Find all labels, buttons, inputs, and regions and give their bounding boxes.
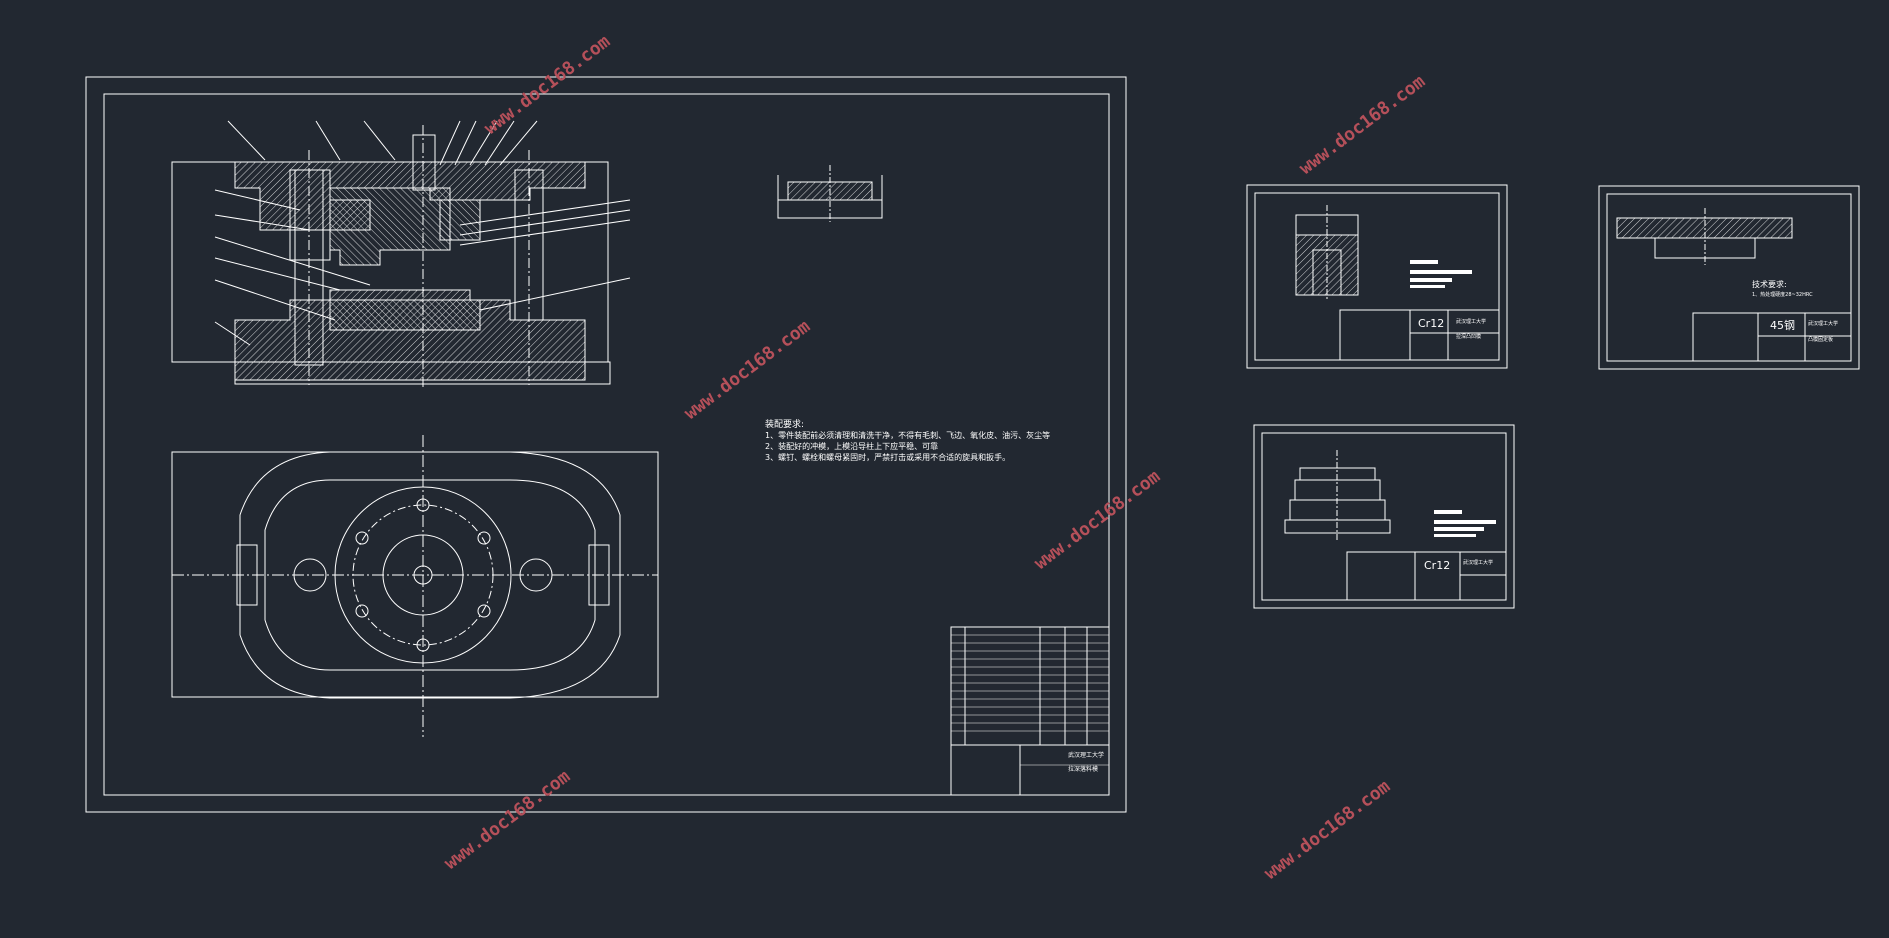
part-sheet-1-school: 武汉理工大学	[1456, 318, 1486, 325]
main-assembly-sheet	[85, 76, 1127, 813]
watermark-6: www.doc168.com	[1260, 776, 1394, 884]
parts-list-table	[950, 626, 1110, 796]
die-plan-view	[171, 435, 659, 737]
watermark-5: www.doc168.com	[440, 766, 574, 874]
sheet-outer-frame	[85, 76, 1127, 813]
watermark-4: www.doc168.com	[1030, 466, 1164, 574]
part-sheet-1	[1246, 184, 1508, 369]
part-sheet-2-tech-title: 技术要求:	[1752, 279, 1787, 289]
parts-list-rows	[951, 634, 1109, 766]
watermark-3: www.doc168.com	[680, 316, 814, 424]
part-sheet-1-drawing-name: 拉深凸凹模	[1456, 333, 1481, 340]
main-title-school: 武汉理工大学	[1068, 751, 1104, 759]
part-sheet-3	[1253, 424, 1515, 609]
part-sheet-2-tech-note: 1、热处理硬度28~32HRC	[1752, 291, 1813, 298]
part-sheet-1-material: Cr12	[1418, 317, 1444, 330]
part-sheet-3-notes	[1434, 510, 1496, 537]
assembly-requirement-1: 1、零件装配前必须清理和清洗干净，不得有毛刺、飞边、氧化皮、油污、灰尘等	[765, 430, 1050, 440]
part-sheet-2	[1598, 185, 1860, 370]
main-title-drawing-name: 拉深落料模	[1068, 765, 1098, 773]
sheet-inner-frame	[103, 93, 1110, 796]
part-sheet-2-drawing-name: 凸模固定板	[1808, 336, 1833, 343]
part-sheet-2-school: 武汉理工大学	[1808, 320, 1838, 327]
small-part-detail	[777, 165, 883, 222]
part-sheet-2-material: 45钢	[1770, 319, 1795, 332]
watermark-2: www.doc168.com	[1295, 71, 1429, 179]
part-sheet-1-notes	[1410, 260, 1472, 288]
watermark-1: www.doc168.com	[480, 31, 614, 139]
assembly-requirements-title: 装配要求:	[765, 418, 804, 430]
part-sheet-3-material: Cr12	[1424, 559, 1450, 572]
part-sheet-3-school: 武汉理工大学	[1463, 559, 1493, 566]
assembly-requirement-2: 2、装配好的冲模，上模沿导柱上下应平稳、可靠	[765, 441, 938, 451]
die-section-view	[171, 120, 631, 390]
assembly-requirement-3: 3、螺钉、螺栓和螺母紧固时，严禁打击或采用不合适的旋具和扳手。	[765, 452, 1010, 462]
